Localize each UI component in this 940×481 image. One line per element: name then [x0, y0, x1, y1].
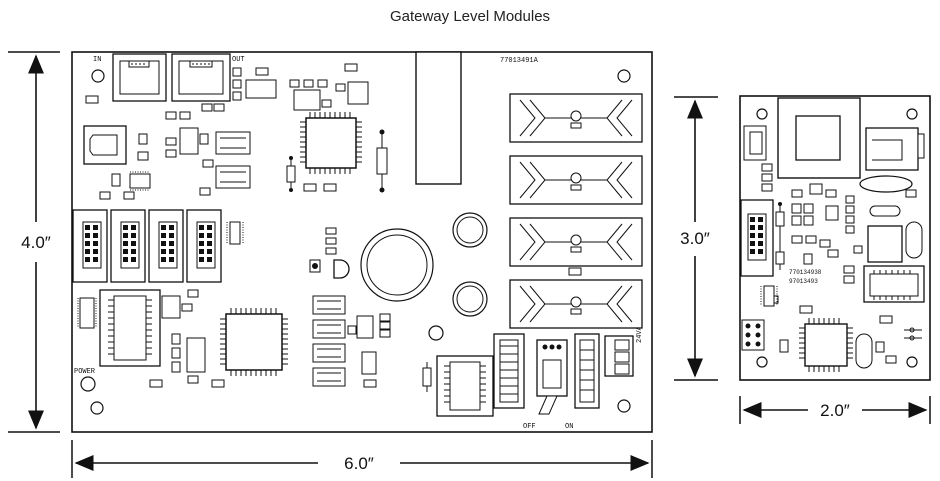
resistor	[286, 156, 296, 192]
small-board: 770134938 97013493	[739, 95, 931, 381]
off-label: OFF	[523, 423, 536, 431]
pin-header-block	[186, 209, 222, 283]
transistor	[333, 259, 350, 279]
small-part-number-1: 770134938	[789, 269, 822, 276]
small-board-width-dimension: 2.0″	[739, 396, 931, 424]
soic-chip	[312, 295, 346, 315]
pin-header-block	[148, 209, 184, 283]
out-label: OUT	[232, 56, 245, 64]
on-label: ON	[565, 423, 573, 431]
large-board-width-label: 6.0″	[344, 454, 374, 473]
fuse-holder-1	[509, 93, 643, 143]
soic-chip	[312, 367, 346, 387]
inductor	[865, 127, 925, 171]
mounting-hole	[756, 356, 768, 368]
soic-chip	[215, 165, 251, 189]
capacitor	[452, 212, 488, 248]
crystal	[905, 221, 923, 259]
in-label: IN	[93, 56, 101, 64]
large-capacitor	[360, 228, 434, 302]
resistor	[376, 129, 388, 193]
soic-chip	[226, 221, 244, 245]
crystal	[855, 333, 873, 369]
power-led	[80, 376, 96, 392]
programming-header	[741, 319, 765, 351]
resistor	[422, 362, 432, 392]
soic-chip	[161, 295, 181, 319]
mounting-hole	[90, 401, 104, 415]
soic-chip	[186, 337, 206, 373]
soic-chip	[293, 89, 321, 111]
small-board-height-label: 3.0″	[680, 229, 710, 248]
soic-chip	[312, 319, 346, 339]
small-soic-chip	[760, 285, 778, 307]
soic-chip	[245, 79, 277, 99]
pin-header-block	[110, 209, 146, 283]
terminal-block	[604, 335, 634, 377]
soic-chip	[129, 171, 151, 191]
soic-chip	[356, 315, 374, 339]
rj45-in-jack	[112, 53, 167, 102]
large-board-height-dimension: 4.0″	[8, 51, 60, 433]
power-toggle-switch	[536, 339, 568, 415]
qfp-chip	[220, 308, 288, 376]
small-part-number-2: 97013493	[789, 278, 818, 285]
soic-chip	[215, 131, 251, 155]
power-label: POWER	[74, 368, 96, 376]
led-pair	[904, 327, 922, 341]
usb-port	[83, 125, 127, 165]
transformer	[777, 97, 861, 179]
capacitor	[452, 281, 488, 317]
resistor	[775, 202, 785, 270]
large-board-width-dimension: 6.0″	[71, 440, 653, 478]
dip-chip	[574, 333, 600, 409]
fuse-holder-2	[509, 155, 643, 205]
mounting-hole	[617, 399, 631, 413]
dip-chip	[863, 265, 925, 303]
mounting-hole	[91, 69, 105, 83]
mounting-hole	[906, 108, 918, 120]
part-number-label: 77013491A	[500, 57, 539, 65]
large-board-height-label: 4.0″	[21, 233, 51, 252]
crystal	[869, 205, 901, 217]
dip-chip	[99, 289, 161, 367]
resistor	[361, 351, 377, 375]
pin-header-block	[72, 209, 108, 283]
mounting-hole	[617, 69, 631, 83]
qfp-chip	[300, 112, 362, 174]
dip-chip	[493, 333, 525, 409]
small-board-height-dimension: 3.0″	[674, 96, 718, 381]
mounting-hole	[756, 108, 768, 120]
soic-chip	[312, 343, 346, 363]
transistor	[309, 259, 321, 273]
dip-chip	[436, 355, 494, 417]
soic-chip	[347, 81, 369, 105]
qfp-chip	[799, 318, 853, 372]
qfp-chip	[867, 225, 903, 263]
smd-components	[85, 63, 391, 388]
rj45-out-jack	[171, 53, 231, 102]
soic-chip	[179, 127, 199, 155]
crystal	[859, 175, 913, 193]
soic-chip	[77, 297, 97, 329]
figure-title: Gateway Level Modules	[389, 8, 551, 25]
soic-chip	[743, 125, 767, 161]
mounting-hole	[428, 325, 444, 341]
large-board: IN OUT 77013491A POWER OFF ON 24VAC CT	[71, 51, 653, 433]
fuse-holder-3	[509, 217, 643, 267]
relay	[415, 51, 462, 185]
small-board-width-label: 2.0″	[820, 401, 850, 420]
small-pin-header	[740, 199, 774, 277]
fuse-holder-4	[509, 279, 643, 329]
mounting-hole	[906, 356, 918, 368]
